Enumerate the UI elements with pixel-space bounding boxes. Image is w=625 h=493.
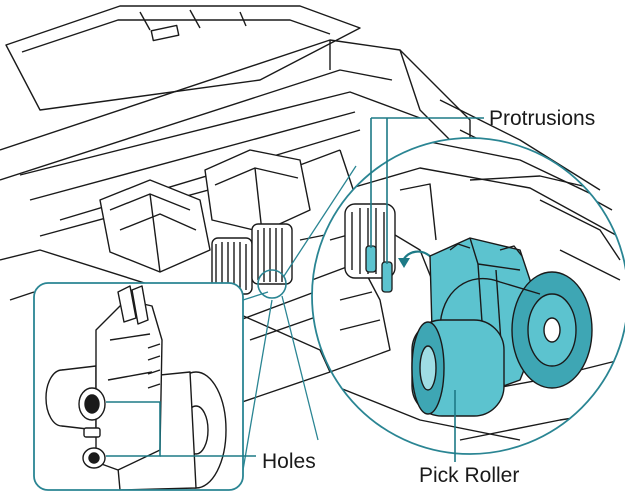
- inset-frame: [33, 282, 244, 491]
- inset-holes: [34, 283, 243, 490]
- protrusions-label: Protrusions: [489, 107, 596, 130]
- scanner-body: [0, 5, 613, 431]
- pick-roller-label: Pick Roller: [419, 464, 520, 487]
- protrusion-posts: [365, 245, 393, 293]
- zoom-detail: [312, 138, 625, 454]
- holes-label: Holes: [262, 450, 316, 473]
- zoom-circle-border: [311, 137, 625, 455]
- callout-lines: [160, 117, 484, 462]
- pick-roller-shape: [411, 237, 593, 417]
